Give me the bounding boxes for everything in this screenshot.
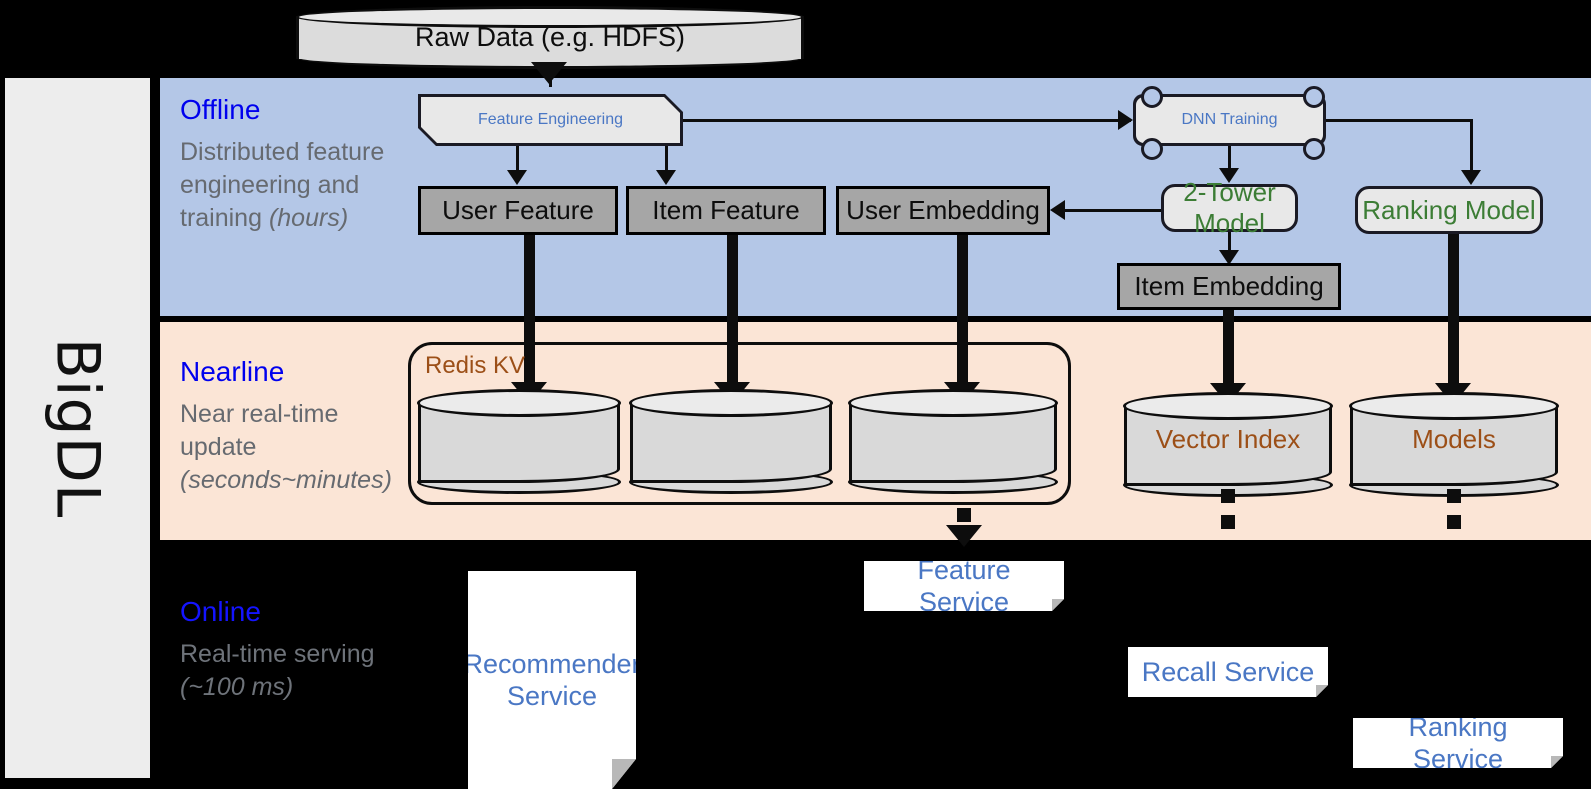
recall-service-label: Recall Service — [1141, 656, 1315, 687]
connector-dnn-to-ranking-v — [1470, 119, 1473, 175]
bigdl-label: BigDL — [42, 337, 113, 519]
connector-dnn-to-ranking-h — [1326, 119, 1473, 122]
dash-models-to-ranking-2 — [1447, 515, 1461, 529]
cylinder-body-icon — [1124, 406, 1332, 486]
cylinder-top-icon — [629, 389, 833, 417]
recommender-service-node[interactable]: Recommender Service — [468, 571, 636, 789]
vector-index-label: Vector Index — [1155, 423, 1301, 454]
cylinder-body-icon — [849, 403, 1057, 483]
item-feature-label: Item Feature — [652, 195, 800, 225]
recommender-service-fold-icon — [612, 759, 636, 789]
arrow-twotower-to-itememb — [1219, 250, 1239, 265]
redis-kv-container — [408, 342, 1071, 505]
dnn-notch-bottom-left-icon — [1141, 138, 1163, 160]
feature-service-label: Feature Service — [917, 554, 1011, 617]
arrow-fe-to-userfeature — [507, 170, 527, 185]
store-user-embedding-label — [849, 389, 1057, 483]
arrow-dnn-to-ranking — [1461, 170, 1481, 185]
dnn-notch-top-right-icon — [1303, 86, 1325, 108]
two-tower-model-node[interactable]: 2-Tower Model — [1161, 177, 1298, 238]
two-tower-model-label: 2-Tower Model — [1183, 177, 1276, 238]
cylinder-top-icon — [848, 389, 1058, 417]
raw-data-label: Raw Data (e.g. HDFS) — [414, 22, 686, 52]
pipe-itemfeature-to-store — [727, 235, 738, 387]
ranking-service-fold-icon — [1551, 756, 1563, 768]
pipe-userembedding-to-store — [957, 235, 968, 387]
cylinder-top-icon — [417, 389, 621, 417]
arrow-redis-to-featureservice — [946, 525, 982, 547]
arrow-fe-to-itemfeature — [656, 170, 676, 185]
online-title: Online — [180, 596, 261, 627]
online-desc-text: Real-time serving — [180, 640, 375, 668]
connector-twotower-to-userembedding — [1062, 209, 1164, 212]
cylinder-top-icon — [1123, 392, 1333, 420]
connector-twotower-to-itememb — [1228, 232, 1231, 260]
connector-fe-to-dnn — [683, 119, 1131, 122]
cylinder-top-icon — [1349, 392, 1559, 420]
arrow-rawdata-to-fe — [531, 62, 567, 84]
nearline-description: Near real-time update (seconds~minutes) — [180, 398, 410, 497]
offline-caption: Offline Distributed feature engineering … — [180, 94, 410, 235]
user-embedding-node[interactable]: User Embedding — [836, 186, 1050, 235]
feature-service-node[interactable]: Feature Service — [864, 561, 1064, 611]
feature-service-fold-icon — [1052, 599, 1064, 611]
ranking-service-label: Ranking Service — [1408, 711, 1508, 774]
recall-service-fold-icon — [1316, 685, 1328, 697]
item-feature-node[interactable]: Item Feature — [626, 186, 826, 235]
ranking-model-node[interactable]: Ranking Model — [1355, 186, 1543, 234]
dnn-training-label: DNN Training — [1181, 111, 1278, 128]
dash-models-to-ranking-1 — [1447, 489, 1461, 503]
ranking-model-label: Ranking Model — [1362, 194, 1536, 225]
nearline-title: Nearline — [180, 356, 285, 387]
store-item-feature-cylinder[interactable] — [629, 389, 833, 494]
user-feature-label: User Feature — [442, 195, 594, 225]
bigdl-framework-rail: BigDL — [5, 78, 150, 778]
online-description: Real-time serving (~100 ms) — [180, 638, 410, 704]
dash-vectorindex-to-recall-2 — [1221, 515, 1235, 529]
models-label: Models — [1412, 423, 1496, 454]
store-item-feature-label — [630, 389, 832, 483]
nearline-desc-text: Near real-time update — [180, 400, 339, 461]
pipe-userfeature-to-store — [524, 235, 535, 387]
item-embedding-node[interactable]: Item Embedding — [1117, 263, 1341, 310]
connector-fe-to-itemfeature — [665, 146, 668, 174]
vector-index-cylinder[interactable]: Vector Index — [1123, 392, 1333, 497]
redis-kv-label: Redis KV — [425, 352, 526, 379]
feature-engineering-label: Feature Engineering — [478, 111, 623, 128]
dash-redis-to-featureservice-1 — [957, 508, 971, 522]
dnn-notch-top-left-icon — [1141, 86, 1163, 108]
feature-engineering-node[interactable]: Feature Engineering — [418, 94, 683, 146]
item-embedding-label: Item Embedding — [1134, 271, 1324, 301]
models-cylinder[interactable]: Models — [1349, 392, 1559, 497]
offline-desc-text: Distributed feature engineering and trai… — [180, 138, 385, 232]
dnn-training-node[interactable]: DNN Training — [1133, 94, 1326, 146]
ranking-service-node[interactable]: Ranking Service — [1353, 718, 1563, 768]
cylinder-top-icon — [296, 6, 804, 28]
user-feature-node[interactable]: User Feature — [418, 186, 618, 235]
pipe-itemembedding-to-vectorindex — [1223, 310, 1234, 388]
offline-description: Distributed feature engineering and trai… — [180, 136, 410, 235]
arrow-fe-to-dnn — [1118, 110, 1133, 130]
dash-vectorindex-to-recall-1 — [1221, 489, 1235, 503]
pipe-rankingmodel-to-models — [1448, 234, 1459, 388]
connector-fe-to-userfeature — [516, 146, 519, 174]
recall-service-node[interactable]: Recall Service — [1128, 647, 1328, 697]
dnn-notch-bottom-right-icon — [1303, 138, 1325, 160]
arrow-dnn-to-twotower — [1219, 168, 1239, 183]
online-caption: Online Real-time serving (~100 ms) — [180, 596, 410, 704]
nearline-caption: Nearline Near real-time update (seconds~… — [180, 356, 410, 497]
user-embedding-label: User Embedding — [846, 195, 1040, 225]
store-user-embedding-cylinder[interactable] — [848, 389, 1058, 494]
nearline-latency: (seconds~minutes) — [180, 466, 392, 494]
online-latency: (~100 ms) — [180, 673, 294, 701]
store-user-feature-label — [418, 389, 620, 483]
arrow-twotower-to-userembedding — [1050, 200, 1065, 220]
offline-latency: (hours) — [268, 204, 349, 232]
recommender-service-label: Recommender Service — [463, 648, 641, 711]
store-user-feature-cylinder[interactable] — [417, 389, 621, 494]
offline-title: Offline — [180, 94, 261, 125]
raw-data-store[interactable]: Raw Data (e.g. HDFS) — [296, 6, 804, 69]
connector-dnn-to-twotower — [1228, 146, 1231, 174]
